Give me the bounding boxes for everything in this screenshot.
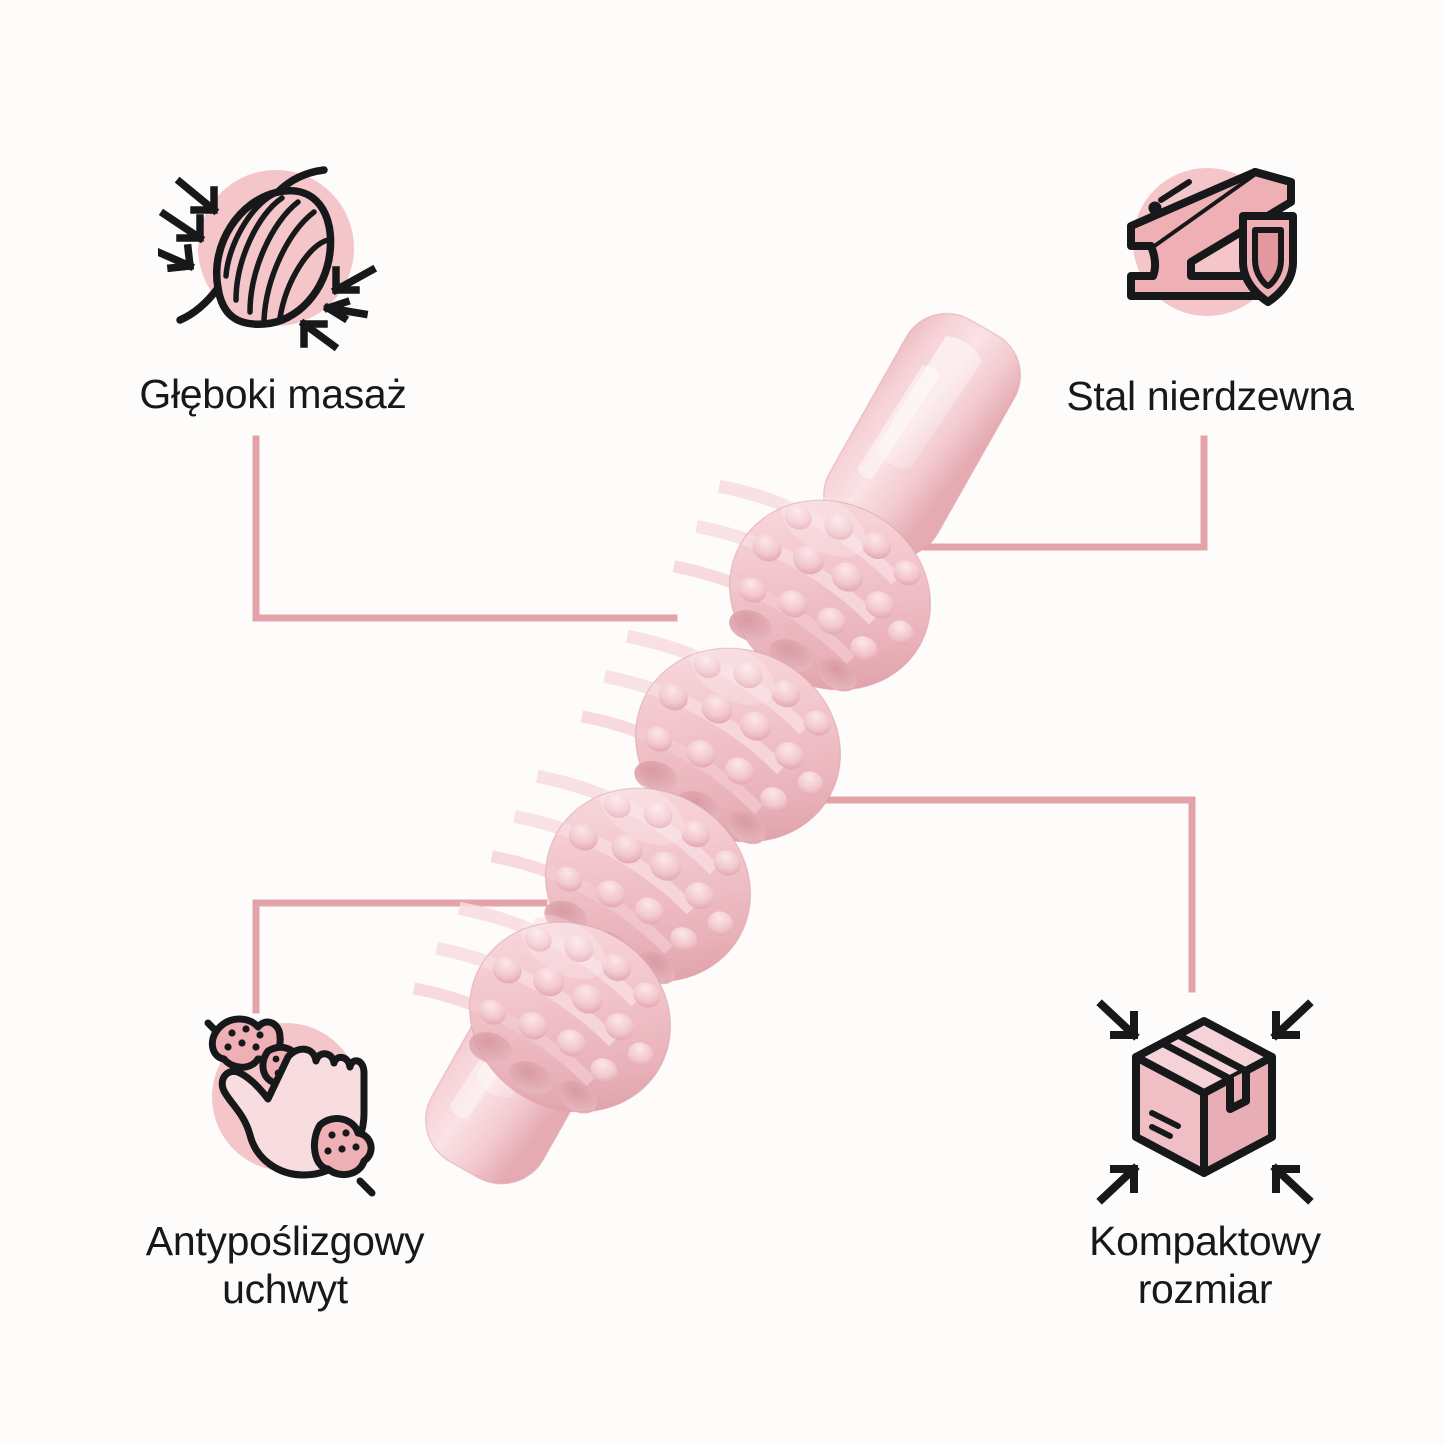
product-image-massage-roller bbox=[380, 245, 1070, 1220]
muscle-compression-icon bbox=[158, 148, 388, 363]
shipping-box-icon bbox=[1090, 995, 1320, 1210]
feature-deep-massage: Głęboki masaż bbox=[48, 148, 498, 419]
feature-compact-size: Kompaktowy rozmiar bbox=[980, 995, 1430, 1313]
feature-stainless-steel: Stal nierdzewna bbox=[985, 150, 1435, 421]
anvil-shield-icon bbox=[1095, 150, 1325, 365]
feature-label: Antypoślizgowy uchwyt bbox=[145, 1218, 425, 1312]
feature-anti-slip-grip: Antypoślizgowy uchwyt bbox=[60, 995, 510, 1313]
feature-label: Kompaktowy rozmiar bbox=[1089, 1218, 1321, 1312]
feature-label: Głęboki masaż bbox=[139, 371, 407, 417]
hand-grip-icon bbox=[170, 995, 400, 1210]
feature-label: Stal nierdzewna bbox=[1066, 373, 1354, 419]
